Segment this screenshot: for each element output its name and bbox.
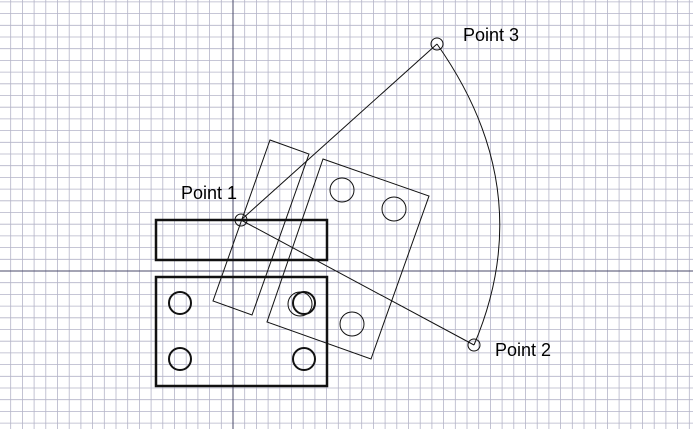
plate-hole-preview (329, 177, 355, 203)
rotation-arc (436, 43, 501, 346)
point-2-marker[interactable] (467, 338, 481, 352)
original-plate-part[interactable] (154, 275, 329, 388)
construction-line-p1-p2 (240, 219, 475, 346)
plate-hole-preview (381, 196, 407, 222)
plate-hole (292, 347, 316, 371)
plate-hole (292, 291, 316, 315)
plate-hole-preview (339, 311, 365, 337)
point-3-label: Point 3 (463, 25, 519, 45)
plate-hole (168, 291, 192, 315)
plate-hole-preview (287, 291, 313, 317)
rotated-bar-preview[interactable] (212, 139, 310, 316)
rotated-plate-preview[interactable] (266, 158, 430, 360)
point-1-label: Point 1 (181, 183, 237, 203)
construction-line-p1-p3 (240, 43, 438, 221)
point-2-label: Point 2 (495, 340, 551, 360)
point-1-marker[interactable] (234, 213, 248, 227)
plate-hole (168, 347, 192, 371)
point-3-marker[interactable] (430, 37, 444, 51)
